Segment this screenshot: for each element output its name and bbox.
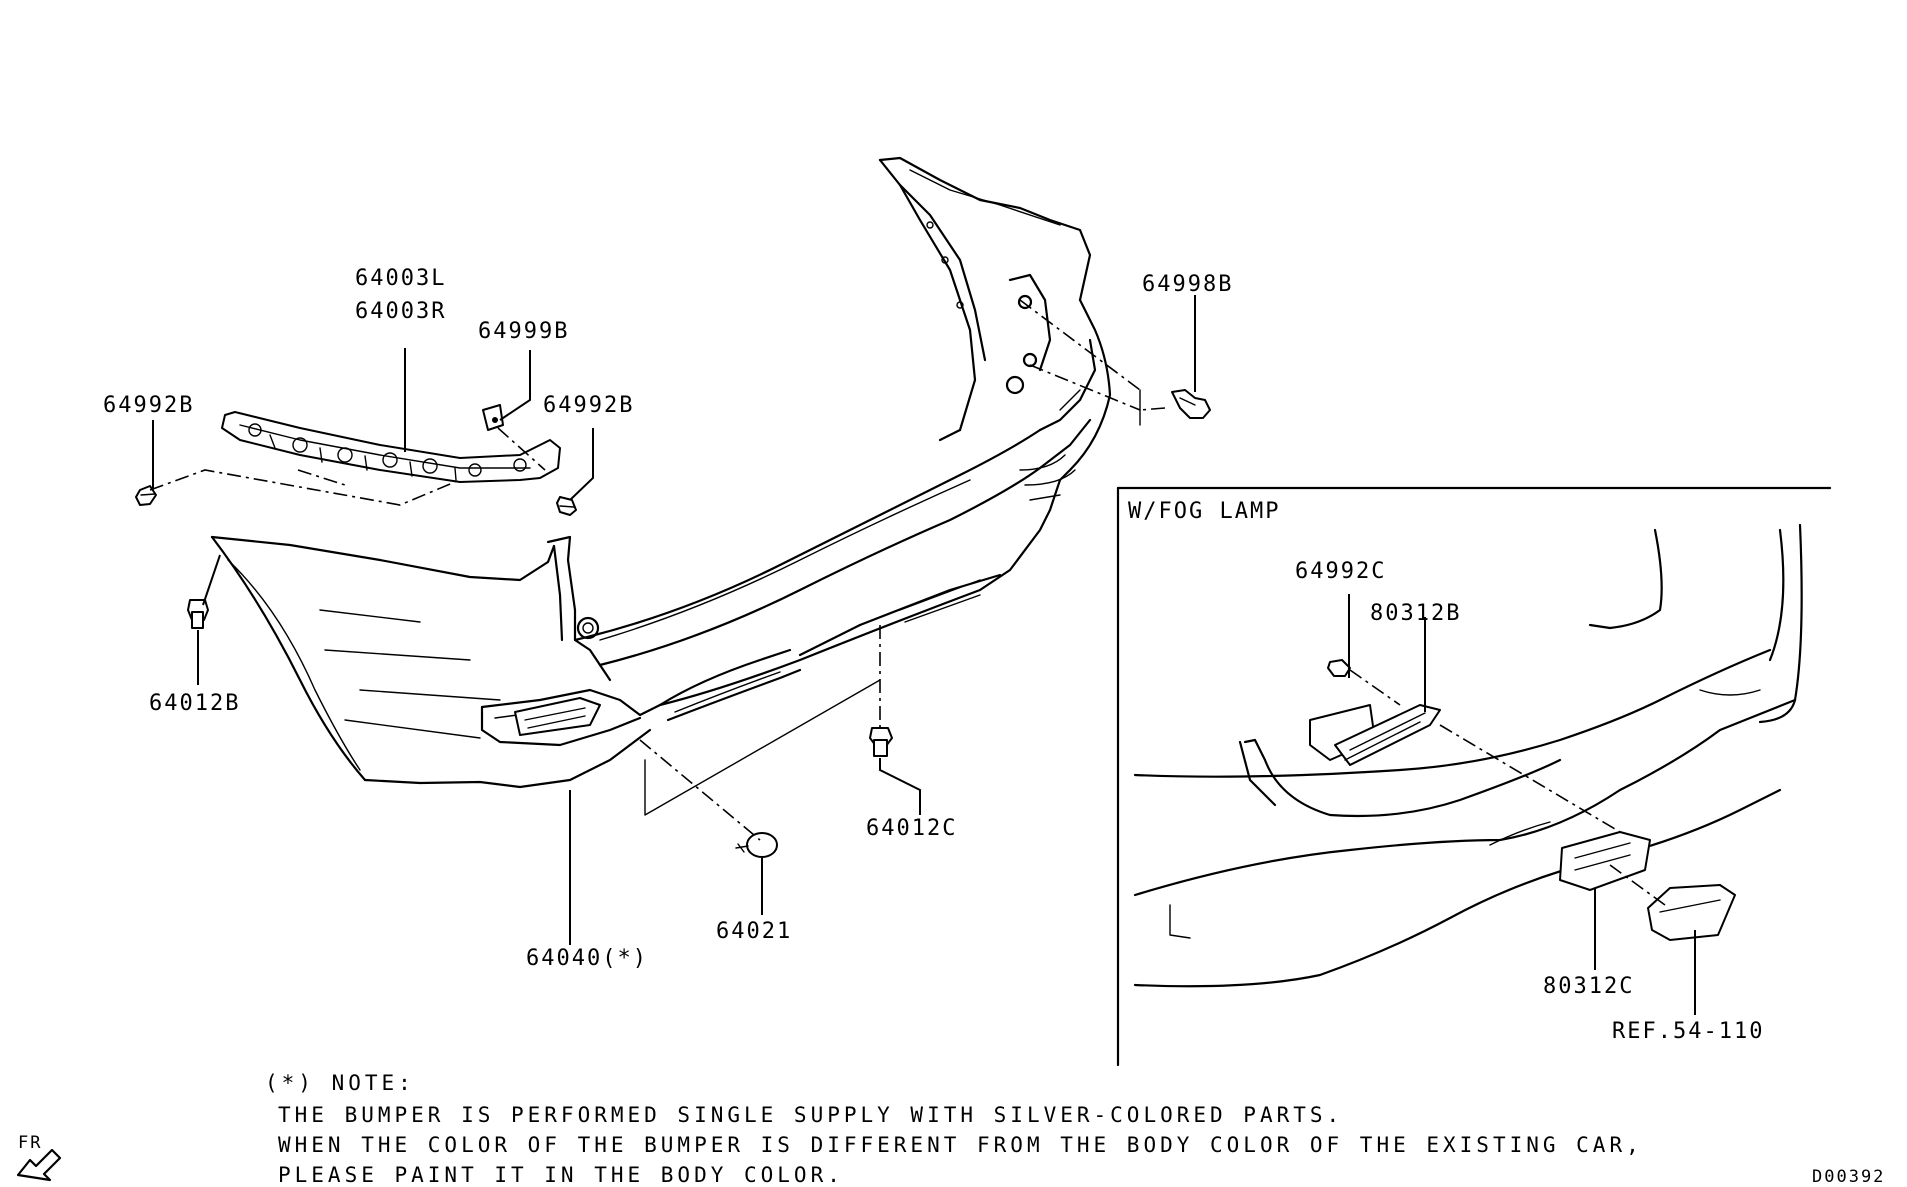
label-64998b: 64998B bbox=[1142, 272, 1233, 297]
leader-lines bbox=[149, 295, 1196, 945]
label-ref-54-110: REF.54-110 bbox=[1612, 1019, 1764, 1044]
screw-64992b-left bbox=[135, 485, 157, 506]
label-80312c: 80312C bbox=[1543, 974, 1634, 999]
drawing-code: D00392 bbox=[1812, 1167, 1885, 1187]
front-direction-arrow bbox=[16, 1148, 62, 1182]
clip-64012b bbox=[187, 599, 209, 629]
label-64021: 64021 bbox=[716, 919, 792, 944]
label-64003l: 64003L bbox=[355, 266, 446, 291]
label-64040: 64040(*) bbox=[526, 946, 648, 971]
label-64012b: 64012B bbox=[149, 691, 240, 716]
rear-bumper-cover bbox=[210, 156, 1112, 789]
inset-title: W/FOG LAMP bbox=[1128, 499, 1280, 524]
note-line-1: THE BUMPER IS PERFORMED SINGLE SUPPLY WI… bbox=[278, 1103, 1343, 1127]
screw-64992b-right bbox=[556, 496, 577, 516]
label-64992b-left: 64992B bbox=[103, 393, 194, 418]
cap-64021 bbox=[735, 832, 778, 858]
fog-lamp-inset bbox=[1116, 486, 1832, 1067]
label-fr: FR bbox=[18, 1133, 42, 1153]
label-64003r: 64003R bbox=[355, 299, 446, 324]
bumper-retainer-bracket bbox=[221, 411, 561, 483]
note-line-2: WHEN THE COLOR OF THE BUMPER IS DIFFEREN… bbox=[278, 1133, 1643, 1157]
label-80312b: 80312B bbox=[1370, 601, 1461, 626]
bolt-64998b bbox=[1171, 389, 1211, 419]
label-64992c: 64992C bbox=[1295, 559, 1386, 584]
label-64992b-right: 64992B bbox=[543, 393, 634, 418]
label-64012c: 64012C bbox=[866, 816, 957, 841]
clip-64012c bbox=[869, 727, 893, 757]
note-heading: (*) NOTE: bbox=[265, 1071, 415, 1095]
note-line-3: PLEASE PAINT IT IN THE BODY COLOR. bbox=[278, 1163, 844, 1187]
label-64999b: 64999B bbox=[478, 319, 569, 344]
clip-64999b bbox=[482, 404, 504, 431]
